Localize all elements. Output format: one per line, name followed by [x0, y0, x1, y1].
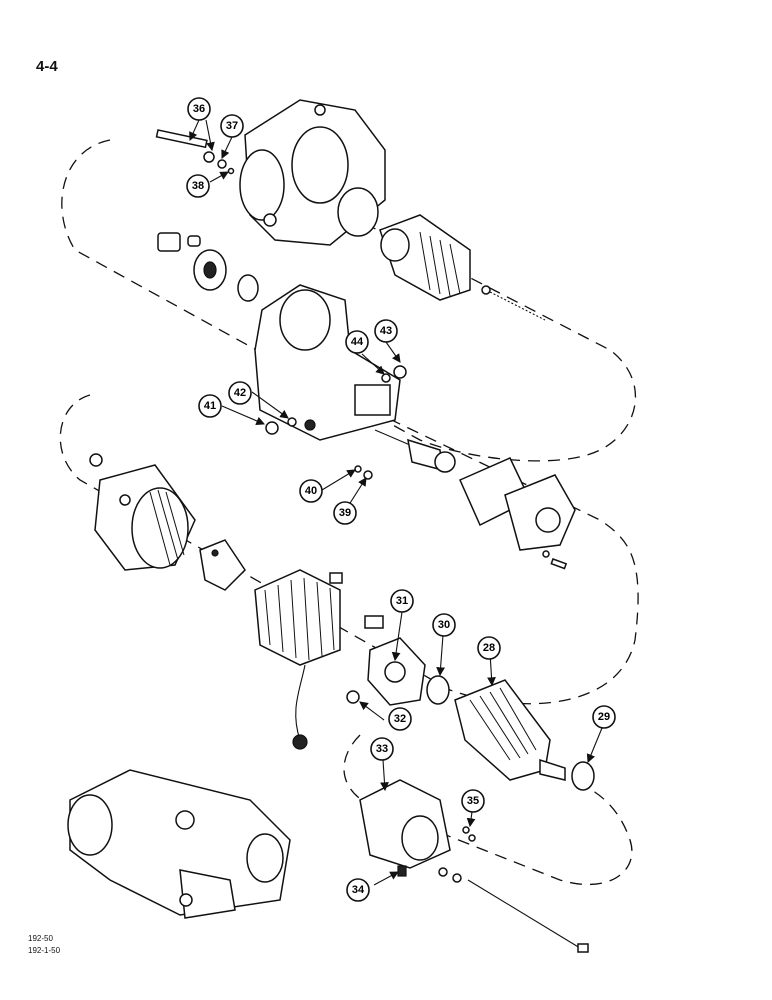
through-bolt-top: [155, 129, 235, 175]
callout-38: 38: [186, 174, 210, 198]
assembled-starter: [67, 769, 291, 919]
through-bolt-bottom: [438, 867, 589, 953]
cover-screws: [354, 465, 568, 570]
group-outline-lower: [343, 734, 633, 885]
callout-37: 37: [220, 114, 244, 138]
callout-40: 40: [299, 479, 323, 503]
callout-32: 32: [388, 707, 412, 731]
svg-text:39: 39: [339, 507, 351, 519]
callout-30: 30: [432, 613, 456, 637]
pinion-clutch: [379, 214, 491, 301]
yoke-screw: [89, 453, 103, 467]
end-cover: [504, 474, 576, 551]
terminal-hardware: [265, 365, 407, 435]
group-outline-upper: [61, 139, 637, 462]
callout-36: 36: [187, 97, 211, 121]
yoke: [94, 464, 196, 571]
washer: [237, 274, 259, 302]
callout-29: 29: [592, 705, 616, 729]
field-coils: [254, 569, 384, 750]
svg-text:29: 29: [598, 711, 610, 723]
svg-text:28: 28: [483, 642, 495, 654]
group-outline-middle: [59, 394, 639, 705]
svg-text:31: 31: [396, 595, 408, 607]
svg-text:36: 36: [193, 103, 205, 115]
leader-lines: [189, 119, 603, 886]
callout-35: 35: [461, 789, 485, 813]
callout-42: 42: [228, 381, 252, 405]
frame-screws: [462, 826, 476, 842]
svg-text:37: 37: [226, 120, 238, 132]
gear-housing: [254, 284, 401, 441]
callout-43: 43: [374, 319, 398, 343]
svg-text:42: 42: [234, 387, 246, 399]
svg-text:33: 33: [376, 743, 388, 755]
callout-44: 44: [345, 330, 369, 354]
callout-34: 34: [346, 878, 370, 902]
svg-text:41: 41: [204, 400, 216, 412]
figure-code-secondary: 192-1-50: [28, 946, 61, 955]
retainer-pin: [157, 232, 201, 252]
svg-text:43: 43: [380, 325, 392, 337]
callout-39: 39: [333, 501, 357, 525]
svg-text:40: 40: [305, 485, 317, 497]
plunger: [374, 429, 456, 473]
svg-text:30: 30: [438, 619, 450, 631]
commutator-end-frame: [359, 779, 451, 877]
reduction-gear: [193, 249, 227, 291]
o-ring: [337, 187, 379, 237]
svg-text:32: 32: [394, 713, 406, 725]
callout-31: 31: [390, 589, 414, 613]
page-number: 4-4: [36, 58, 58, 75]
brush-holder: [367, 637, 426, 706]
svg-text:38: 38: [192, 180, 204, 192]
armature: [454, 679, 566, 781]
callout-28: 28: [477, 636, 501, 660]
callout-41: 41: [198, 394, 222, 418]
svg-text:35: 35: [467, 795, 479, 807]
commutator-spring: [346, 690, 360, 704]
brush-cover: [199, 539, 246, 591]
spring: [489, 291, 546, 321]
figure-code: 192-50: [28, 934, 53, 943]
svg-text:44: 44: [351, 336, 364, 348]
bearing-30: [426, 675, 450, 705]
bearing-29: [571, 761, 595, 791]
svg-text:34: 34: [352, 884, 365, 896]
callout-33: 33: [370, 737, 394, 761]
